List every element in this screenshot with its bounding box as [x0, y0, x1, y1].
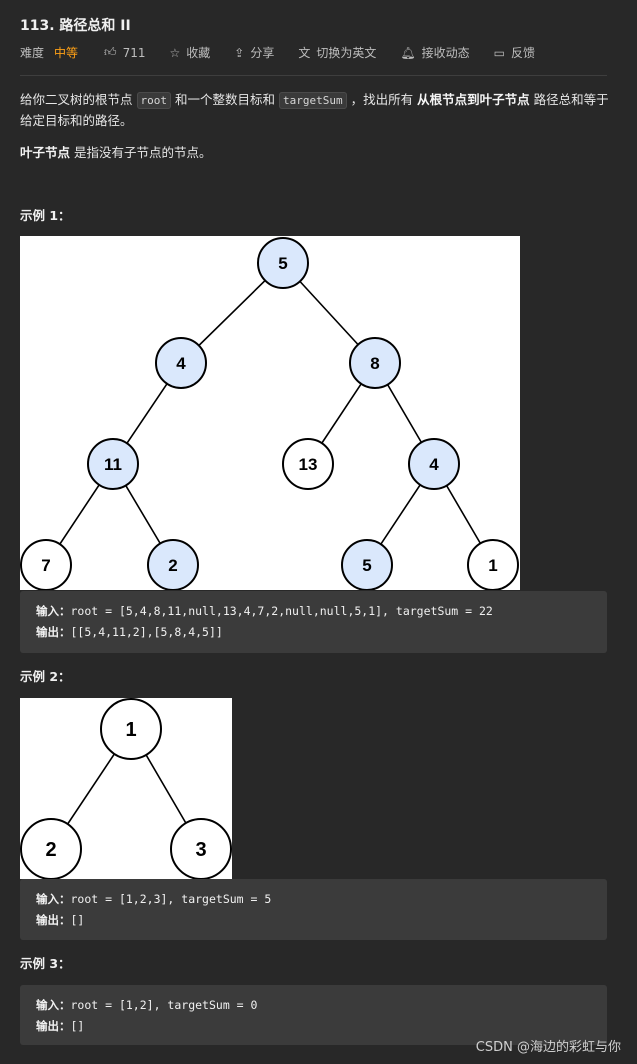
description-bold: 叶子节点 [20, 145, 71, 160]
tree-node: 8 [349, 337, 401, 389]
bell-icon: 🔔︎ [400, 45, 416, 60]
favorite-label: 收藏 [186, 46, 211, 60]
translate-icon: 文 [298, 46, 311, 60]
input-label: 输入： [36, 892, 71, 906]
svg-text:4: 4 [429, 455, 439, 474]
tree-node: 4 [155, 337, 207, 389]
favorite-button[interactable]: ☆ 收藏 [169, 44, 210, 61]
svg-text:1: 1 [125, 719, 136, 741]
tree-node: 7 [20, 539, 72, 590]
output-value: [[5,4,11,2],[5,8,4,5]] [70, 625, 223, 639]
svg-text:11: 11 [104, 455, 122, 474]
output-value: [] [70, 1019, 85, 1033]
svg-text:2: 2 [45, 839, 56, 861]
description-bold: 从根节点到叶子节点 [417, 92, 530, 107]
divider [20, 75, 607, 76]
tree-node: 13 [282, 438, 334, 490]
example-1-output: 输出：[[5,4,11,2],[5,8,4,5]] [36, 622, 591, 643]
feedback-button[interactable]: ▭ 反馈 [494, 44, 535, 61]
output-label: 输出： [36, 1019, 71, 1033]
feedback-label: 反馈 [510, 46, 535, 60]
example-2-code-block: 输入：root = [1,2,3], targetSum = 5 输出：[] [20, 879, 607, 940]
description-paragraph-2: 叶子节点 是指没有子节点的节点。 [20, 143, 610, 163]
tree-node: 3 [170, 818, 232, 879]
subscribe-button[interactable]: 🔔︎ 接收动态 [400, 44, 469, 61]
switch-language-label: 切换为英文 [316, 46, 377, 60]
tree-node: 2 [147, 539, 199, 590]
like-count: 711 [122, 45, 146, 60]
example-2-tree-image: 1 2 3 [20, 698, 232, 879]
tree-node: 1 [467, 539, 519, 590]
example-1-tree-image: 5 4 8 11 13 4 7 2 5 1 [20, 236, 520, 590]
example-3-output: 输出：[] [36, 1016, 591, 1037]
description-text: 是指没有子节点的节点。 [74, 145, 212, 160]
description-text: 路径总和等于给定目标和的路径。 [20, 92, 609, 128]
difficulty-label: 难度 [20, 46, 45, 60]
example-1-tree: 5 4 8 11 13 4 7 2 5 1 [20, 237, 519, 590]
problem-title: 113. 路径总和 II [20, 18, 131, 34]
input-value: root = [1,2], targetSum = 0 [70, 998, 258, 1012]
svg-text:3: 3 [195, 839, 206, 861]
share-label: 分享 [250, 46, 275, 60]
example-2-title: 示例 2： [20, 669, 71, 684]
code-root: root [136, 92, 171, 109]
example-3-title: 示例 3： [20, 956, 71, 971]
switch-language-button[interactable]: 文 切换为英文 [298, 44, 376, 61]
svg-text:7: 7 [41, 556, 50, 575]
svg-text:5: 5 [278, 254, 287, 273]
description-text: ，找出所有 [350, 92, 414, 107]
problem-meta-bar: 难度 中等 👍︎ 711 ☆ 收藏 ⇪ 分享 文 切换为英文 🔔︎ 接收动态 ▭… [20, 44, 559, 61]
example-2-tree: 1 2 3 [20, 698, 232, 879]
output-label: 输出： [36, 913, 71, 927]
input-value: root = [1,2,3], targetSum = 5 [70, 892, 272, 906]
tree-node: 11 [87, 438, 139, 490]
input-value: root = [5,4,8,11,null,13,4,7,2,null,null… [70, 604, 493, 618]
output-label: 输出： [36, 625, 71, 639]
star-icon: ☆ [169, 45, 181, 60]
example-1-input: 输入：root = [5,4,8,11,null,13,4,7,2,null,n… [36, 601, 591, 622]
tree-node: 2 [20, 818, 82, 879]
example-3-input: 输入：root = [1,2], targetSum = 0 [36, 995, 591, 1016]
feedback-icon: ▭ [493, 45, 505, 60]
tree-node: 5 [341, 539, 393, 590]
input-label: 输入： [36, 604, 71, 618]
example-1-title: 示例 1： [20, 208, 71, 223]
description-text: 给你二叉树的根节点 [20, 92, 133, 107]
description-text: 和一个整数目标和 [174, 92, 275, 107]
svg-text:5: 5 [362, 556, 371, 575]
example-3-code-block: 输入：root = [1,2], targetSum = 0 输出：[] [20, 985, 607, 1045]
svg-text:1: 1 [488, 556, 497, 575]
svg-text:13: 13 [299, 455, 318, 474]
problem-description: 给你二叉树的根节点 root 和一个整数目标和 targetSum ，找出所有 … [20, 90, 610, 163]
tree-node: 5 [257, 237, 309, 289]
tree-node: 1 [100, 698, 162, 760]
example-2-input: 输入：root = [1,2,3], targetSum = 5 [36, 889, 591, 910]
thumbs-up-icon: 👍︎ [104, 45, 117, 59]
share-icon: ⇪ [234, 45, 245, 60]
example-1-code-block: 输入：root = [5,4,8,11,null,13,4,7,2,null,n… [20, 591, 607, 653]
difficulty-badge: 中等 [54, 46, 79, 60]
input-label: 输入： [36, 998, 71, 1012]
svg-text:4: 4 [176, 354, 186, 373]
share-button[interactable]: ⇪ 分享 [234, 44, 274, 61]
like-button[interactable]: 👍︎ 711 [104, 45, 145, 60]
svg-text:2: 2 [168, 556, 177, 575]
svg-text:8: 8 [370, 354, 379, 373]
description-paragraph-1: 给你二叉树的根节点 root 和一个整数目标和 targetSum ，找出所有 … [20, 90, 610, 131]
tree-node: 4 [408, 438, 460, 490]
output-value: [] [70, 913, 85, 927]
subscribe-label: 接收动态 [421, 46, 470, 60]
example-2-output: 输出：[] [36, 910, 591, 931]
code-target-sum: targetSum [278, 92, 347, 109]
watermark: CSDN @海边的彩虹与你 [475, 1040, 621, 1055]
